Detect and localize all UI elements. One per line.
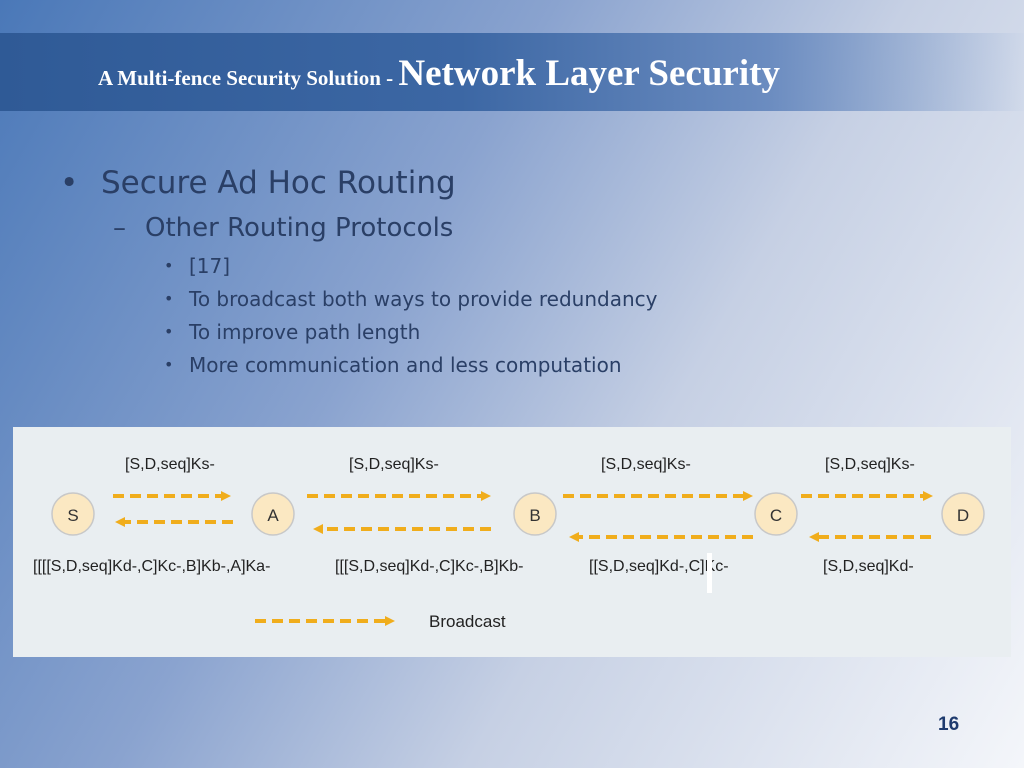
node-a-label: A	[267, 506, 279, 525]
forward-message-label: [S,D,seq]Ks-	[125, 456, 215, 473]
node-c-label: C	[770, 506, 782, 525]
bullet-level3-text: [17]	[189, 254, 231, 278]
node-b-circle	[513, 492, 557, 536]
reverse-arrow	[313, 524, 491, 534]
arrow-head-icon	[221, 491, 231, 501]
reverse-arrow	[569, 532, 753, 542]
node-a-circle	[251, 492, 295, 536]
top-labels: [S,D,seq]Ks- [S,D,seq]Ks- [S,D,seq]Ks- […	[125, 456, 915, 473]
node-s-label: S	[67, 506, 78, 525]
arrow-head-icon	[385, 616, 395, 626]
legend: Broadcast	[255, 612, 506, 631]
reverse-arrow	[809, 532, 931, 542]
forward-message-label: [S,D,seq]Ks-	[349, 456, 439, 473]
node-c-circle	[754, 492, 798, 536]
slide-title: A Multi-fence Security Solution - Networ…	[98, 52, 780, 95]
bullet-dot-icon: •	[164, 322, 174, 341]
node-d-circle	[941, 492, 985, 536]
bullet-dot-icon: •	[60, 165, 79, 201]
legend-label: Broadcast	[429, 612, 506, 631]
arrow-head-icon	[923, 491, 933, 501]
arrow-head-icon	[313, 524, 323, 534]
node-s-circle	[51, 492, 95, 536]
page-number: 16	[938, 714, 960, 735]
bottom-labels: [[[[S,D,seq]Kd-,C]Kc-,B]Kb-,A]Ka- [[[S,D…	[33, 558, 914, 575]
forward-arrow	[113, 491, 231, 501]
arrow-head-icon	[743, 491, 753, 501]
reverse-arrow	[115, 517, 233, 527]
bullet-level3-text: To broadcast both ways to provide redund…	[189, 287, 658, 311]
title-prefix: A Multi-fence Security Solution -	[98, 66, 399, 90]
arrow-head-icon	[569, 532, 579, 542]
node-b-label: B	[529, 506, 540, 525]
forward-arrow	[801, 491, 933, 501]
arrow-head-icon	[481, 491, 491, 501]
forward-arrow	[307, 491, 491, 501]
return-message-label: [S,D,seq]Kd-	[823, 558, 914, 575]
forward-message-label: [S,D,seq]Ks-	[825, 456, 915, 473]
return-message-label: [[S,D,seq]Kd-,C]Kc-	[589, 558, 729, 575]
arrow-head-icon	[115, 517, 125, 527]
bullet-level3-text: To improve path length	[189, 320, 421, 344]
node-d-label: D	[957, 506, 969, 525]
cursor-mark	[707, 553, 712, 593]
title-main: Network Layer Security	[398, 53, 780, 94]
arrow-head-icon	[809, 532, 819, 542]
bullet-dot-icon: •	[164, 355, 174, 374]
bullet-dot-icon: •	[164, 289, 174, 308]
bullet-level3-text: More communication and less computation	[189, 353, 622, 377]
arrows	[113, 491, 933, 542]
return-message-label: [[[S,D,seq]Kd-,C]Kc-,B]Kb-	[335, 558, 524, 575]
routing-diagram-svg: S A B C D [S,D,seq]Ks- [S,D,seq]Ks- [S,D…	[33, 456, 985, 631]
title-bar	[0, 33, 1024, 111]
node-group: S A B C D	[51, 492, 985, 536]
return-message-label: [[[[S,D,seq]Kd-,C]Kc-,B]Kb-,A]Ka-	[33, 558, 270, 575]
bullet-level2-text: Other Routing Protocols	[145, 213, 454, 243]
routing-diagram: S A B C D [S,D,seq]Ks- [S,D,seq]Ks- [S,D…	[13, 427, 1011, 657]
forward-arrow	[563, 491, 753, 501]
bullet-dot-icon: •	[164, 256, 174, 275]
bullet-dash-icon: –	[113, 213, 126, 243]
legend-arrow	[255, 616, 395, 626]
bullet-level1-text: Secure Ad Hoc Routing	[101, 165, 456, 201]
forward-message-label: [S,D,seq]Ks-	[601, 456, 691, 473]
